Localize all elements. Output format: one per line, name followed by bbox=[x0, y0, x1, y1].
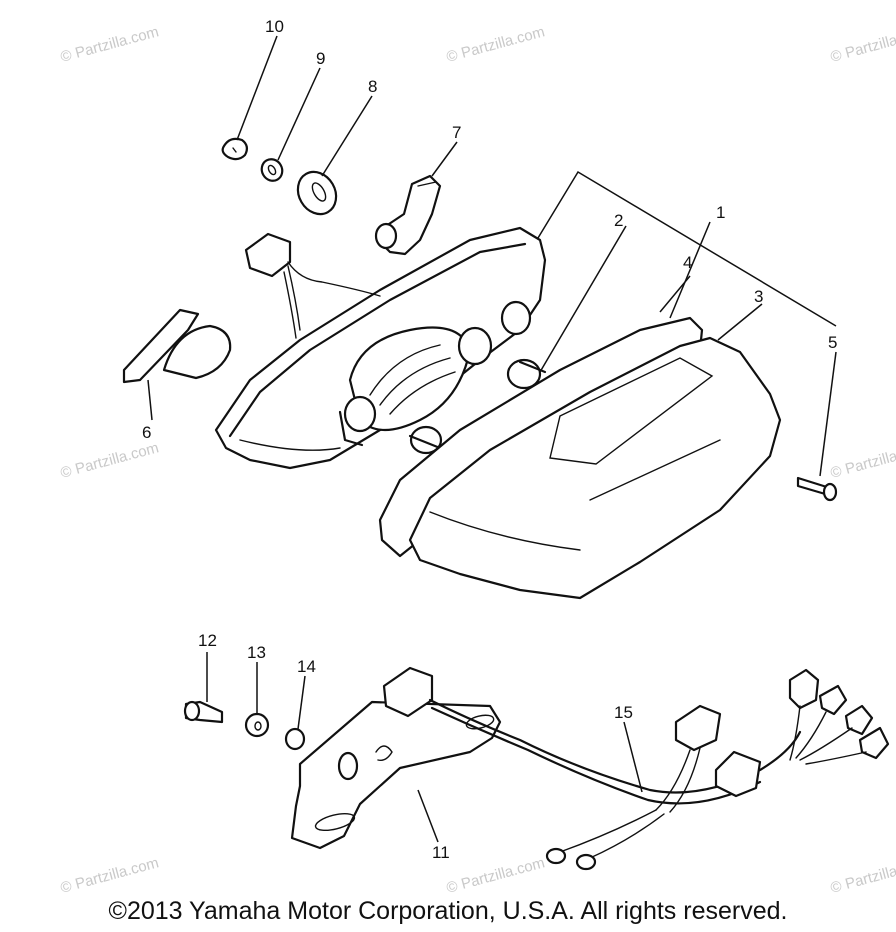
part-5-screw bbox=[796, 476, 838, 502]
part-14-washer bbox=[284, 727, 306, 751]
part-3-lens bbox=[408, 336, 782, 600]
part-7-socket bbox=[374, 174, 442, 256]
part-11-bracket bbox=[290, 700, 502, 850]
callout-9: 9 bbox=[316, 49, 325, 68]
callout-10: 10 bbox=[265, 17, 284, 36]
part-15-harness bbox=[382, 666, 890, 871]
callout-15: 15 bbox=[614, 703, 633, 722]
watermark-text: © Partzilla.com bbox=[829, 439, 896, 482]
callout-3: 3 bbox=[754, 287, 763, 306]
callout-11: 11 bbox=[432, 843, 450, 862]
watermark-text: © Partzilla.com bbox=[829, 23, 896, 66]
bulb-lower bbox=[408, 425, 443, 455]
watermark-text: © Partzilla.com bbox=[59, 439, 161, 482]
part-2-bulb bbox=[506, 358, 547, 390]
callout-8: 8 bbox=[368, 77, 377, 96]
watermark-text: © Partzilla.com bbox=[59, 23, 161, 66]
leader-lines bbox=[147, 35, 837, 843]
part-13-nut bbox=[244, 712, 270, 738]
watermark-text: © Partzilla.com bbox=[445, 854, 547, 897]
callout-1: 1 bbox=[716, 203, 725, 222]
part-6-bracket bbox=[122, 308, 232, 384]
tail-light-housing bbox=[214, 226, 547, 470]
part-8-grommet bbox=[296, 170, 338, 216]
callout-6: 6 bbox=[142, 423, 151, 442]
callout-14: 14 bbox=[297, 657, 316, 676]
callout-7: 7 bbox=[452, 123, 461, 142]
callout-numbers: 1 2 3 4 5 6 7 8 9 10 11 12 13 14 15 bbox=[142, 17, 837, 862]
copyright-notice: ©2013 Yamaha Motor Corporation, U.S.A. A… bbox=[108, 897, 788, 925]
part-10-cap bbox=[221, 137, 249, 161]
callout-5: 5 bbox=[828, 333, 837, 352]
callout-12: 12 bbox=[198, 631, 217, 650]
part-9-washer bbox=[260, 158, 284, 182]
watermark-text: © Partzilla.com bbox=[445, 23, 547, 66]
leader-group-1 bbox=[537, 170, 837, 327]
watermark-text: © Partzilla.com bbox=[829, 854, 896, 897]
watermark-text: © Partzilla.com bbox=[59, 854, 161, 897]
callout-13: 13 bbox=[247, 643, 266, 662]
callout-4: 4 bbox=[683, 253, 692, 272]
part-12-bolt bbox=[183, 700, 224, 724]
callout-2: 2 bbox=[614, 211, 623, 230]
